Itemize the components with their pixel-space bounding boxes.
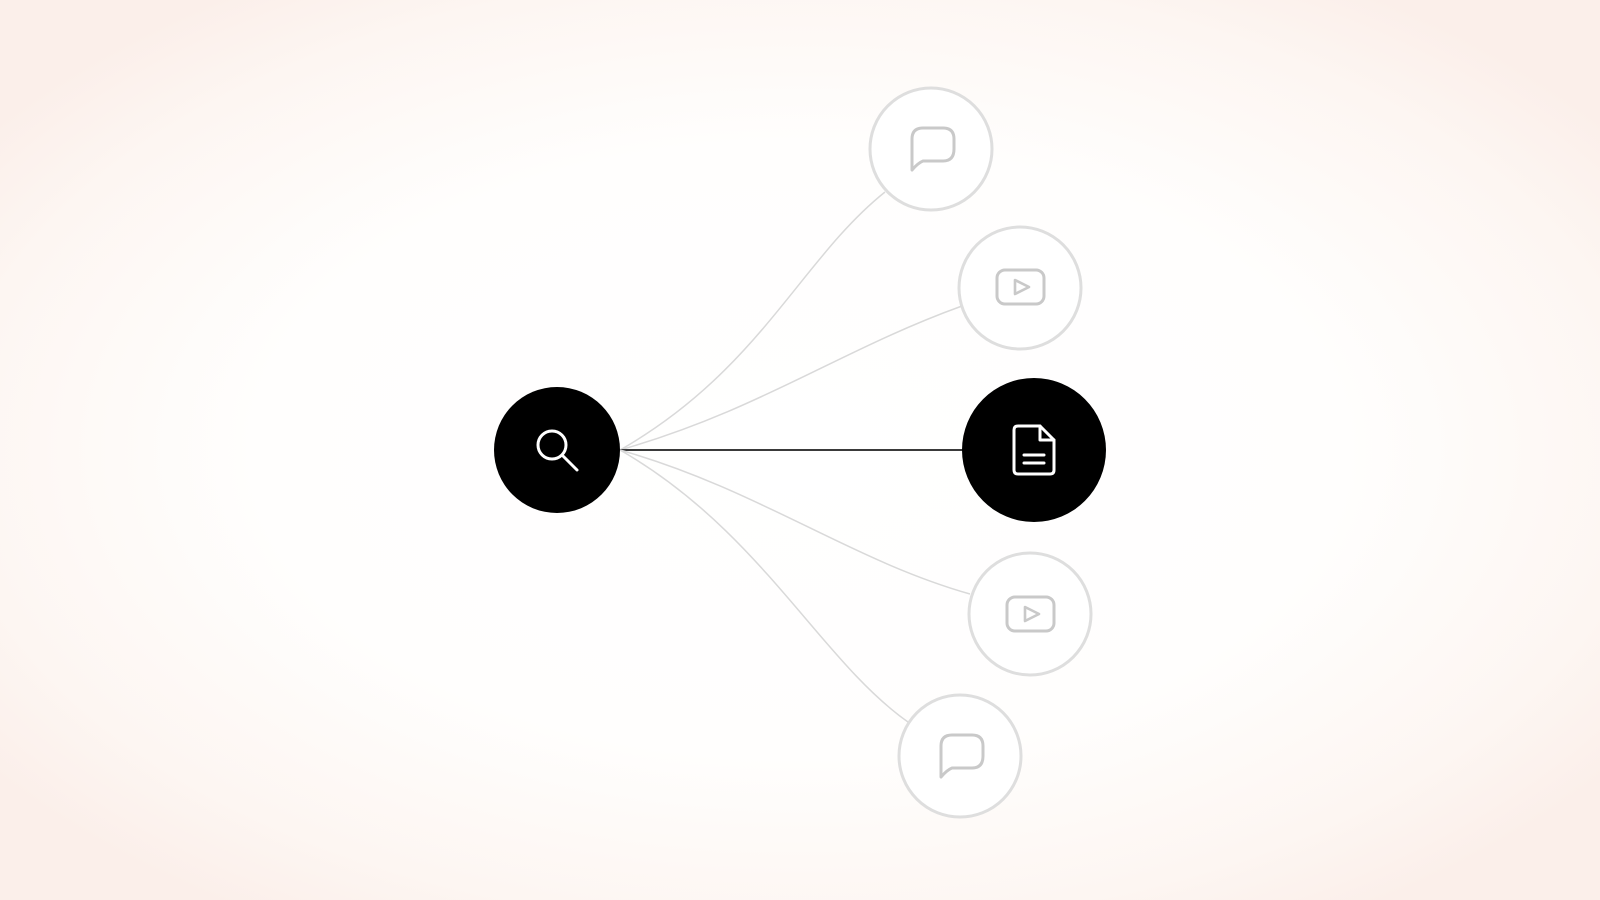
document-icon: [1012, 424, 1056, 476]
target-node-document[interactable]: [962, 378, 1106, 522]
connector-video-top: [619, 305, 963, 451]
connector-chat-top: [619, 191, 886, 451]
target-node-chat-top[interactable]: [868, 86, 994, 212]
connector-chat-bottom: [619, 449, 909, 723]
connector-lines: [619, 191, 971, 723]
search-icon: [536, 429, 579, 472]
target-node-video-bottom[interactable]: [967, 551, 1093, 677]
video-play-icon: [1005, 595, 1056, 633]
chat-bubble-icon: [910, 126, 956, 172]
target-node-video-top[interactable]: [957, 225, 1083, 351]
source-node-search[interactable]: [494, 387, 620, 513]
target-node-chat-bottom[interactable]: [897, 693, 1023, 819]
video-play-icon: [995, 268, 1046, 306]
connector-video-bottom: [619, 449, 971, 595]
chat-bubble-icon: [939, 733, 985, 779]
